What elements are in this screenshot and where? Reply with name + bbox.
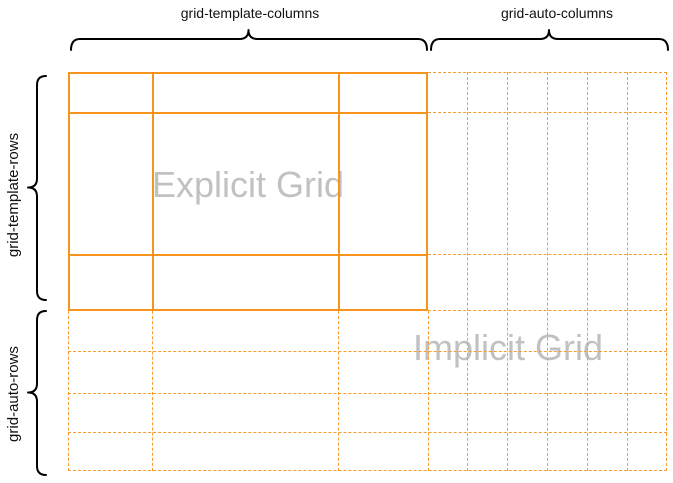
label-grid-auto-rows: grid-auto-rows [5,346,22,442]
implicit-column-line-2 [507,72,508,471]
implicit-row-extension-top [428,72,667,73]
explicit-column-line-2 [338,72,340,311]
implicit-column-extension-right [428,311,429,471]
explicit-column-line-1 [152,72,154,311]
explicit-grid-outline [68,72,428,311]
implicit-grid-label: Implicit Grid [412,327,604,368]
implicit-column-line-5 [627,72,628,471]
implicit-row-extension-1 [428,112,667,113]
implicit-column-line-1 [467,72,468,471]
implicit-column-line-3 [547,72,548,471]
explicit-grid-label: Explicit Grid [151,164,345,205]
implicit-row-line-3 [68,432,667,433]
grid-area: Explicit Grid Implicit Grid [68,72,667,471]
implicit-row-line-4 [68,470,667,471]
implicit-row-extension-bottom [428,310,667,311]
implicit-column-extension-left [68,311,69,471]
brace-grid-template-rows [27,75,47,301]
explicit-row-line-2 [68,254,428,256]
label-grid-auto-columns: grid-auto-columns [500,5,614,21]
implicit-row-line-1 [68,351,667,352]
brace-grid-auto-columns [430,29,669,51]
implicit-column-line-6 [666,72,667,471]
label-grid-template-rows: grid-template-rows [5,132,22,258]
brace-grid-template-columns [70,29,428,51]
implicit-column-extension-2 [338,311,339,471]
implicit-column-extension-1 [152,311,153,471]
implicit-row-extension-2 [428,254,667,255]
implicit-column-line-4 [587,72,588,471]
explicit-row-line-1 [68,112,428,114]
brace-grid-auto-rows [27,310,47,476]
label-grid-template-columns: grid-template-columns [180,5,320,21]
implicit-row-line-2 [68,393,667,394]
